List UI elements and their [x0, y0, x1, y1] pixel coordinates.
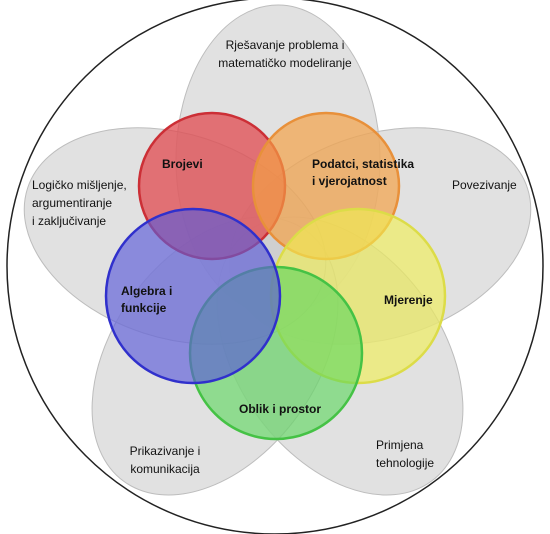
- label-reasoning: Logičko mišljenje, argumentiranje i zakl…: [32, 178, 127, 228]
- label-communication: Prikazivanje i komunikacija: [129, 444, 201, 476]
- label-data: Podatci, statistika i vjerojatnost: [312, 157, 415, 188]
- circle-algebra: [104, 207, 282, 385]
- label-numbers: Brojevi: [162, 157, 203, 171]
- label-algebra: Algebra i funkcije: [121, 284, 173, 315]
- label-geometry: Oblik i prostor: [239, 402, 322, 416]
- label-technology: Primjena tehnologije: [376, 438, 435, 470]
- label-connecting: Povezivanje: [452, 178, 517, 192]
- label-problem-solving: Rješavanje problema i matematičko modeli…: [218, 38, 352, 70]
- label-measurement: Mjerenje: [384, 293, 433, 307]
